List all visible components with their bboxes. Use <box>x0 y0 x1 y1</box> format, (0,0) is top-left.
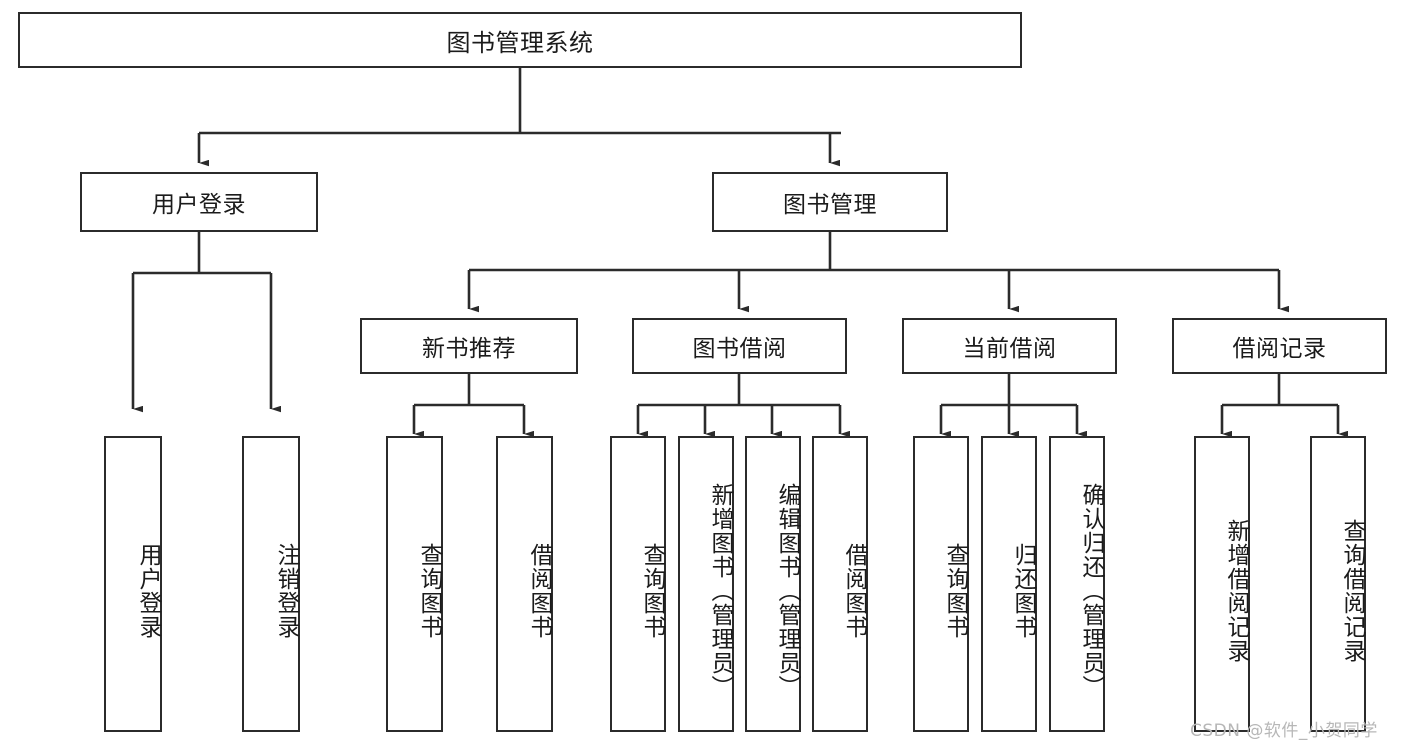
node-new-book-recommend-label: 新书推荐 <box>422 336 516 362</box>
node-leaf-user-login-label: 用户登录 <box>135 543 161 639</box>
node-leaf-user-login[interactable]: 用户登录 <box>104 436 162 732</box>
node-leaf-query-book-3-label: 查询图书 <box>942 543 968 639</box>
node-leaf-borrow-book-1[interactable]: 借阅图书 <box>496 436 553 732</box>
node-borrow-record-label: 借阅记录 <box>1232 336 1327 362</box>
node-borrow-record[interactable]: 借阅记录 <box>1172 318 1387 374</box>
node-leaf-query-book-1-label: 查询图书 <box>416 543 442 639</box>
node-leaf-add-book[interactable]: 新增图书（管理员） <box>678 436 734 732</box>
node-leaf-edit-book-label: 编辑图书（管理员） <box>774 483 800 699</box>
node-leaf-query-book-3[interactable]: 查询图书 <box>913 436 969 732</box>
node-leaf-query-book-1[interactable]: 查询图书 <box>386 436 443 732</box>
node-leaf-query-record[interactable]: 查询借阅记录 <box>1310 436 1366 732</box>
node-new-book-recommend[interactable]: 新书推荐 <box>360 318 578 374</box>
node-leaf-logout[interactable]: 注销登录 <box>242 436 300 732</box>
node-leaf-borrow-book-2[interactable]: 借阅图书 <box>812 436 868 732</box>
node-leaf-query-book-2[interactable]: 查询图书 <box>610 436 666 732</box>
node-book-management[interactable]: 图书管理 <box>712 172 948 232</box>
node-current-borrow[interactable]: 当前借阅 <box>902 318 1117 374</box>
node-leaf-borrow-book-1-label: 借阅图书 <box>526 543 552 639</box>
node-leaf-query-book-2-label: 查询图书 <box>639 543 665 639</box>
node-leaf-add-book-label: 新增图书（管理员） <box>707 483 733 699</box>
node-leaf-add-record-label: 新增借阅记录 <box>1223 519 1249 663</box>
node-book-borrow[interactable]: 图书借阅 <box>632 318 847 374</box>
node-leaf-return-book-label: 归还图书 <box>1010 543 1036 639</box>
node-leaf-add-record[interactable]: 新增借阅记录 <box>1194 436 1250 732</box>
node-leaf-return-book[interactable]: 归还图书 <box>981 436 1037 732</box>
node-user-login[interactable]: 用户登录 <box>80 172 318 232</box>
node-current-borrow-label: 当前借阅 <box>962 336 1057 362</box>
node-book-borrow-label: 图书借阅 <box>692 336 787 362</box>
node-root-label: 图书管理系统 <box>446 28 594 57</box>
node-leaf-borrow-book-2-label: 借阅图书 <box>841 543 867 639</box>
node-leaf-logout-label: 注销登录 <box>273 543 299 639</box>
node-user-login-label: 用户登录 <box>152 192 246 218</box>
node-root[interactable]: 图书管理系统 <box>18 12 1022 68</box>
node-leaf-edit-book[interactable]: 编辑图书（管理员） <box>745 436 801 732</box>
node-leaf-query-record-label: 查询借阅记录 <box>1339 519 1365 663</box>
node-leaf-confirm-return-label: 确认归还（管理员） <box>1078 483 1104 699</box>
node-leaf-confirm-return[interactable]: 确认归还（管理员） <box>1049 436 1105 732</box>
node-book-management-label: 图书管理 <box>783 192 877 218</box>
csdn-watermark: CSDN @软件_小贺同学 <box>1190 721 1378 741</box>
